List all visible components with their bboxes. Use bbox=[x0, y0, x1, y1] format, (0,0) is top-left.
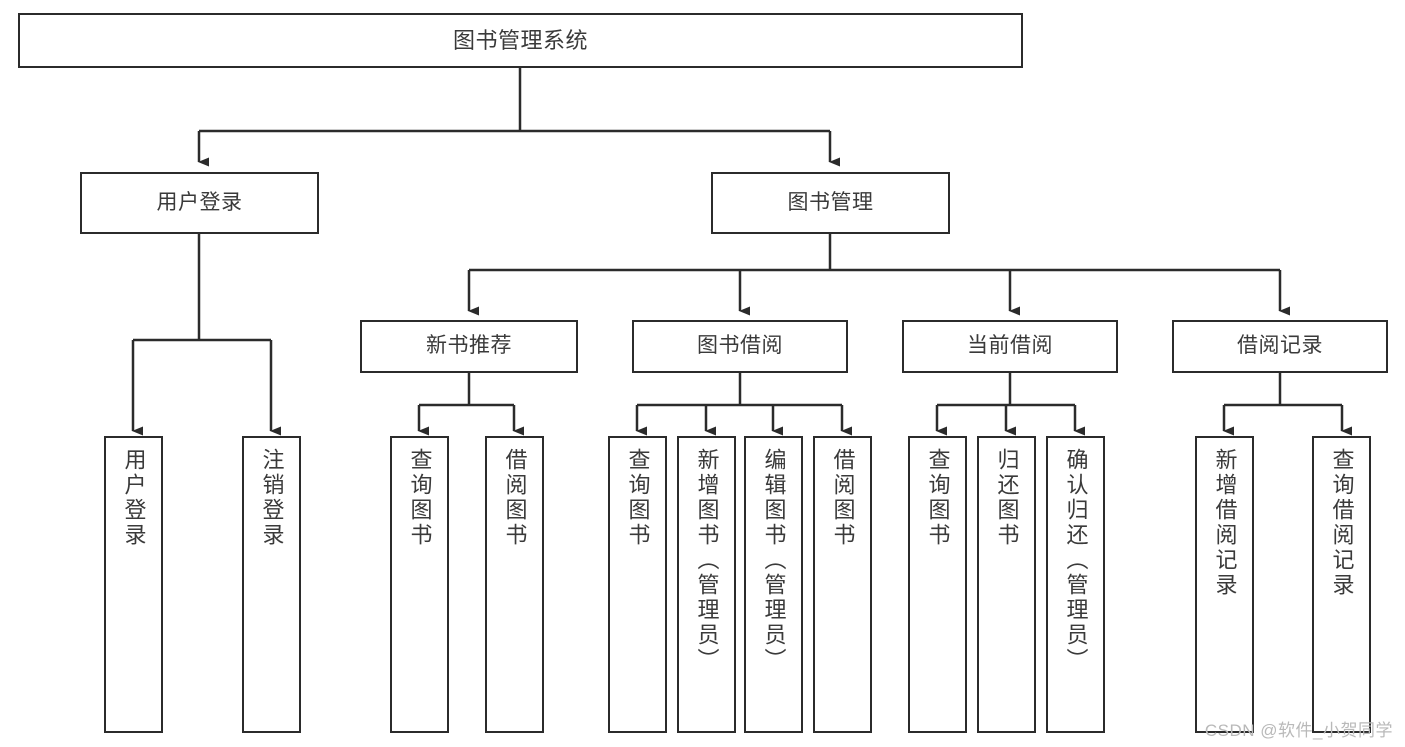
node-leaf-query-record[interactable]: 查询借阅记录 bbox=[1312, 436, 1371, 733]
node-leaf-borrow-book-1[interactable]: 借阅图书 bbox=[485, 436, 544, 733]
node-leaf-confirm-return[interactable]: 确认归还（管理员） bbox=[1046, 436, 1105, 733]
node-user-login[interactable]: 用户登录 bbox=[80, 172, 319, 234]
node-leaf-add-book-label: 新增图书（管理员） bbox=[694, 448, 720, 673]
node-leaf-borrow-book-2-label: 借阅图书 bbox=[830, 448, 856, 548]
node-borrow-record[interactable]: 借阅记录 bbox=[1172, 320, 1388, 373]
node-leaf-query-book-3-label: 查询图书 bbox=[925, 448, 951, 548]
node-leaf-add-book[interactable]: 新增图书（管理员） bbox=[677, 436, 736, 733]
node-borrow-record-label: 借阅记录 bbox=[1237, 334, 1323, 358]
node-user-login-label: 用户登录 bbox=[156, 190, 243, 214]
node-leaf-return-book[interactable]: 归还图书 bbox=[977, 436, 1036, 733]
node-leaf-query-record-label: 查询借阅记录 bbox=[1329, 448, 1355, 598]
node-book-manage-label: 图书管理 bbox=[787, 190, 874, 214]
node-new-book-recommend[interactable]: 新书推荐 bbox=[360, 320, 578, 373]
node-root[interactable]: 图书管理系统 bbox=[18, 13, 1023, 68]
node-leaf-add-record-label: 新增借阅记录 bbox=[1212, 448, 1238, 598]
node-current-borrow[interactable]: 当前借阅 bbox=[902, 320, 1118, 373]
node-leaf-edit-book[interactable]: 编辑图书（管理员） bbox=[744, 436, 803, 733]
node-leaf-query-book-2-label: 查询图书 bbox=[625, 448, 651, 548]
node-leaf-logout-login[interactable]: 注销登录 bbox=[242, 436, 301, 733]
node-current-borrow-label: 当前借阅 bbox=[967, 334, 1053, 358]
node-leaf-user-login[interactable]: 用户登录 bbox=[104, 436, 163, 733]
node-root-label: 图书管理系统 bbox=[452, 27, 588, 53]
node-book-borrow[interactable]: 图书借阅 bbox=[632, 320, 848, 373]
node-book-borrow-label: 图书借阅 bbox=[697, 334, 783, 358]
node-leaf-edit-book-label: 编辑图书（管理员） bbox=[761, 448, 787, 673]
node-book-manage[interactable]: 图书管理 bbox=[711, 172, 950, 234]
node-leaf-query-book-1[interactable]: 查询图书 bbox=[390, 436, 449, 733]
node-leaf-query-book-2[interactable]: 查询图书 bbox=[608, 436, 667, 733]
node-new-book-recommend-label: 新书推荐 bbox=[426, 334, 512, 358]
node-leaf-query-book-3[interactable]: 查询图书 bbox=[908, 436, 967, 733]
csdn-watermark: CSDN @软件_小贺同学 bbox=[1204, 721, 1393, 740]
node-leaf-borrow-book-1-label: 借阅图书 bbox=[502, 448, 528, 548]
node-leaf-user-login-label: 用户登录 bbox=[121, 448, 147, 548]
node-leaf-logout-login-label: 注销登录 bbox=[259, 448, 285, 548]
node-leaf-confirm-return-label: 确认归还（管理员） bbox=[1063, 448, 1089, 673]
node-leaf-query-book-1-label: 查询图书 bbox=[407, 448, 433, 548]
node-leaf-borrow-book-2[interactable]: 借阅图书 bbox=[813, 436, 872, 733]
node-leaf-return-book-label: 归还图书 bbox=[994, 448, 1020, 548]
node-leaf-add-record[interactable]: 新增借阅记录 bbox=[1195, 436, 1254, 733]
